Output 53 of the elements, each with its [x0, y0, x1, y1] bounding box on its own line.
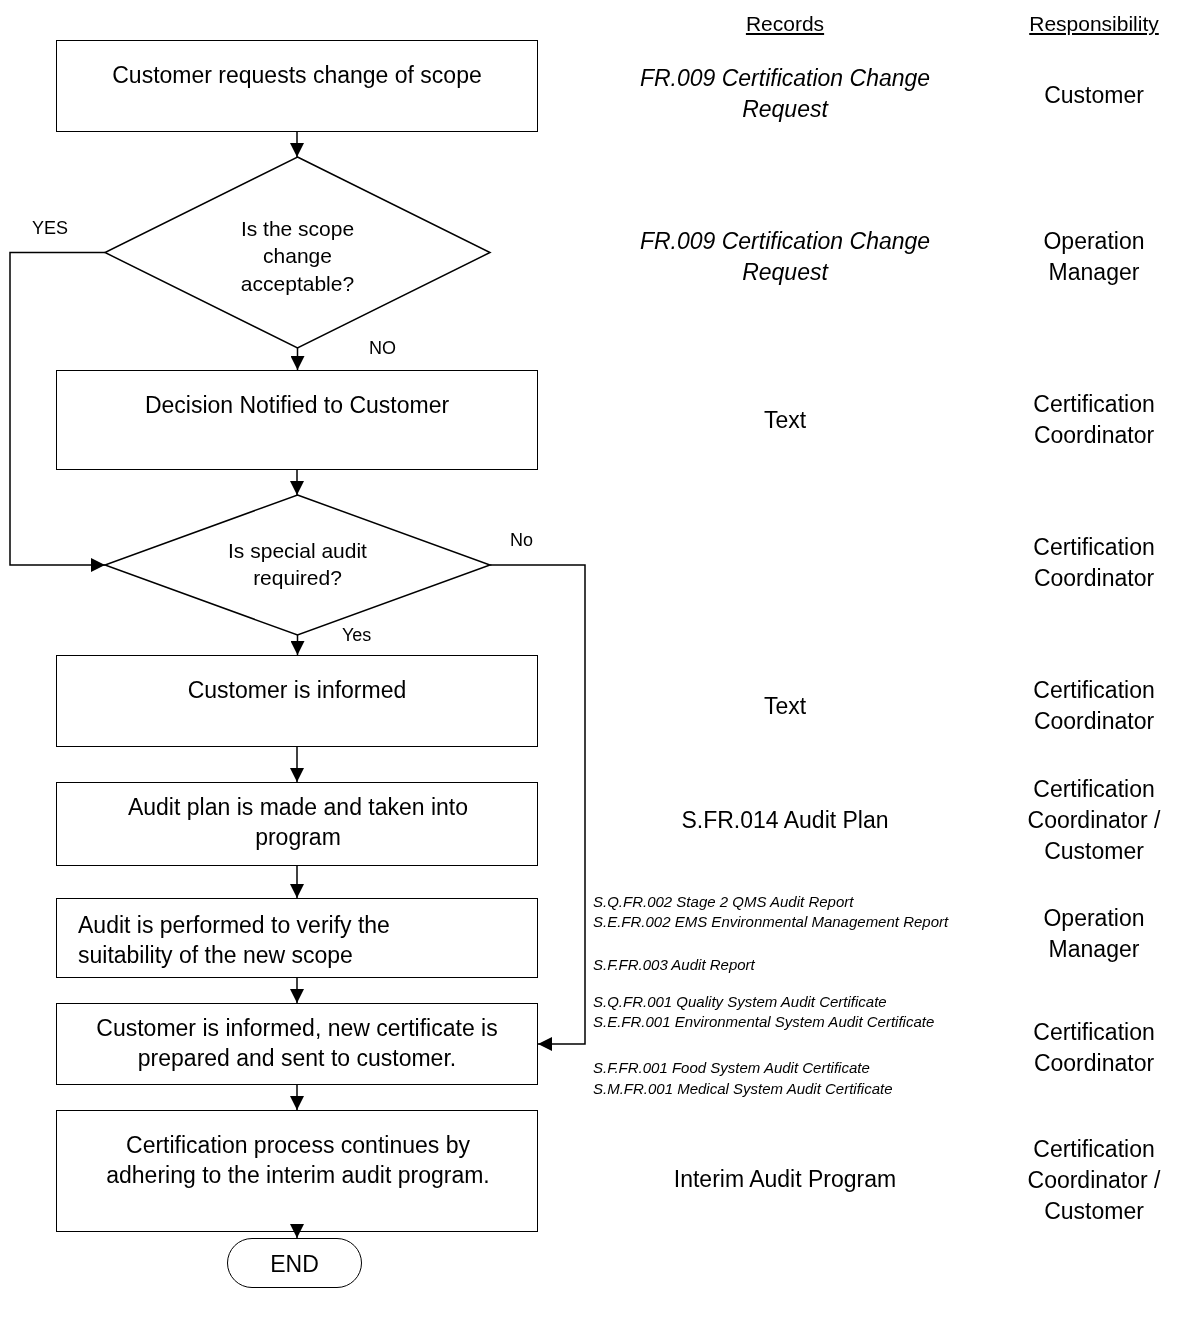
- node-text: Audit plan is made and taken into program: [126, 793, 470, 852]
- column-header: Responsibility: [1029, 11, 1159, 37]
- process-box: [56, 898, 538, 978]
- node-text: Customer requests change of scope: [111, 61, 483, 90]
- record-text: FR.009 Certification Change Request: [638, 64, 932, 125]
- arrow: [9, 251, 106, 572]
- responsibility-text: Customer: [1043, 81, 1145, 110]
- arrow: [290, 977, 304, 1004]
- node-text: Is special audit required?: [227, 538, 368, 592]
- process-box: [56, 370, 538, 470]
- record-text: S.F.FR.001 Food System Audit Certificate: [593, 1059, 871, 1077]
- record-text: Interim Audit Program: [672, 1165, 898, 1194]
- record-text: Text: [762, 692, 808, 721]
- arrow: [290, 1224, 304, 1239]
- node-text: Customer is informed, new certificate is prepared and sent to customer.: [95, 1014, 499, 1073]
- arrow: [290, 131, 304, 158]
- process-box: [56, 655, 538, 747]
- record-text: S.FR.014 Audit Plan: [680, 806, 890, 835]
- record-text: S.Q.FR.001 Quality System Audit Certificate: [593, 993, 888, 1011]
- process-box: [56, 782, 538, 866]
- responsibility-text: Certification Coordinator: [1032, 390, 1156, 451]
- record-text: S.F.FR.003 Audit Report: [593, 956, 756, 974]
- process-box: [56, 1110, 538, 1232]
- responsibility-text: Operation Manager: [1042, 227, 1146, 288]
- record-text: S.E.FR.001 Environmental System Audit Certificate: [593, 1013, 936, 1031]
- responsibility-text: Certification Coordinator: [1032, 676, 1156, 737]
- node-text: Decision Notified to Customer: [143, 391, 451, 420]
- node-text: Is the scope change acceptable?: [239, 216, 356, 297]
- record-text: Text: [762, 406, 808, 435]
- node-text: END: [269, 1250, 320, 1279]
- process-box: [56, 1003, 538, 1085]
- arrow: [290, 634, 305, 656]
- responsibility-text: Certification Coordinator / Customer: [1026, 775, 1162, 867]
- responsibility-text: Certification Coordinator: [1032, 1018, 1156, 1079]
- arrow: [290, 469, 304, 496]
- record-text: S.E.FR.002 EMS Environmental Management Report: [593, 913, 950, 931]
- arrow: [290, 865, 304, 899]
- node-text: Customer is informed: [186, 676, 408, 705]
- arrow: [290, 347, 305, 371]
- node-text: Certification process continues by adhering to the interim audit program.: [105, 1131, 491, 1190]
- node-text: Audit is performed to verify the suitability of the new scope: [78, 911, 391, 970]
- column-header: Records: [745, 11, 825, 37]
- record-text: FR.009 Certification Change Request: [638, 227, 932, 288]
- responsibility-text: Certification Coordinator / Customer: [1026, 1135, 1162, 1227]
- terminator-shape: [227, 1238, 362, 1288]
- record-text: S.M.FR.001 Medical System Audit Certificate: [593, 1080, 894, 1098]
- record-text: S.Q.FR.002 Stage 2 QMS Audit Report: [593, 893, 855, 911]
- arrow: [290, 746, 304, 783]
- process-box: [56, 40, 538, 132]
- responsibility-text: Certification Coordinator: [1032, 533, 1156, 594]
- arrow: [489, 564, 586, 1051]
- responsibility-text: Operation Manager: [1042, 904, 1146, 965]
- arrow: [290, 1084, 304, 1111]
